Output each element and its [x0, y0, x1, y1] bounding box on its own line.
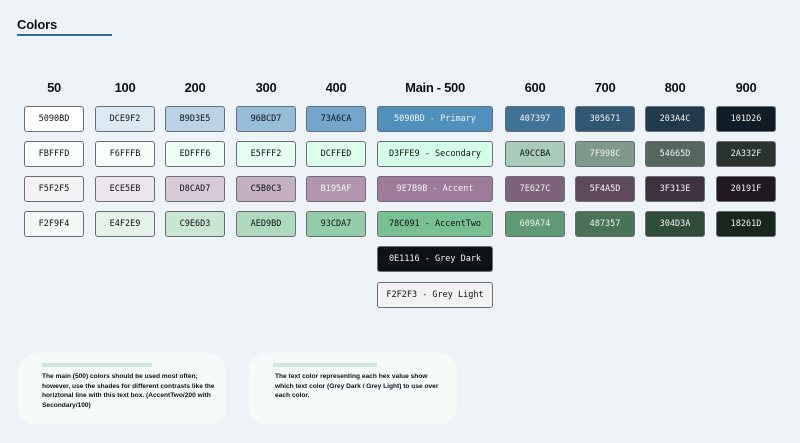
color-swatch[interactable]: 78C091 - AccentTwo [377, 211, 493, 237]
page-title: Colors [17, 17, 57, 32]
color-swatch[interactable]: C5B0C3 [236, 176, 296, 202]
color-swatch[interactable]: E4F2E9 [95, 211, 155, 237]
color-swatch[interactable]: 2A332F [716, 141, 776, 167]
color-swatch[interactable]: 203A4C [645, 106, 705, 132]
color-swatch[interactable]: A9CCBA [505, 141, 565, 167]
column-header: 200 [184, 80, 206, 95]
color-swatch[interactable]: D8CAD7 [165, 176, 225, 202]
color-swatch[interactable]: 54665D [645, 141, 705, 167]
color-swatch[interactable]: AED9BD [236, 211, 296, 237]
color-swatch[interactable]: 96BCD7 [236, 106, 296, 132]
column-header: Main - 500 [405, 80, 465, 95]
color-swatch[interactable]: 7E627C [505, 176, 565, 202]
column-header: 900 [735, 80, 757, 95]
color-swatch[interactable]: 18261D [716, 211, 776, 237]
text-color-note-text: The text color representing each hex val… [275, 373, 439, 400]
color-swatch[interactable]: 7F998C [575, 141, 635, 167]
color-swatch[interactable]: 487357 [575, 211, 635, 237]
column-header: 700 [594, 80, 616, 95]
grey-swatch[interactable]: F2F2F3 - Grey Light [377, 282, 493, 308]
column-header: 800 [664, 80, 686, 95]
color-swatch[interactable]: F2F9F4 [24, 211, 84, 237]
color-swatch[interactable]: 9E7B9B - Accent [377, 176, 493, 202]
color-swatch[interactable]: F6FFFB [95, 141, 155, 167]
color-swatch[interactable]: 305671 [575, 106, 635, 132]
color-swatch[interactable]: D3FFE9 - Secondary [377, 141, 493, 167]
column-header: 300 [255, 80, 277, 95]
column-header: 50 [47, 80, 61, 95]
color-swatch[interactable]: 3F313E [645, 176, 705, 202]
color-swatch[interactable]: 20191F [716, 176, 776, 202]
color-swatch[interactable]: ECE5EB [95, 176, 155, 202]
note-accent-bar [273, 363, 377, 367]
color-swatch[interactable]: 93CDA7 [306, 211, 366, 237]
color-swatch[interactable]: 5090BD [24, 106, 84, 132]
column-header: 400 [325, 80, 347, 95]
column-header: 600 [524, 80, 546, 95]
grey-swatch[interactable]: 0E1116 - Grey Dark [377, 246, 493, 272]
color-swatch[interactable]: DCFFED [306, 141, 366, 167]
color-swatch[interactable]: B9D3E5 [165, 106, 225, 132]
color-swatch[interactable]: FBFFFD [24, 141, 84, 167]
color-swatch[interactable]: EDFFF6 [165, 141, 225, 167]
color-swatch[interactable]: 5F4A5D [575, 176, 635, 202]
usage-note: The main (500) colors should be used mos… [18, 353, 226, 425]
title-underline [17, 34, 112, 36]
color-swatch[interactable]: 73A6CA [306, 106, 366, 132]
color-swatch[interactable]: DCE9F2 [95, 106, 155, 132]
color-swatch[interactable]: F5F2F5 [24, 176, 84, 202]
color-swatch[interactable]: 407397 [505, 106, 565, 132]
note-accent-bar [42, 363, 152, 367]
usage-note-text: The main (500) colors should be used mos… [42, 373, 215, 409]
color-swatch[interactable]: 101D26 [716, 106, 776, 132]
color-swatch[interactable]: B195AF [306, 176, 366, 202]
column-header: 100 [114, 80, 136, 95]
color-swatch[interactable]: 304D3A [645, 211, 705, 237]
text-color-note: The text color representing each hex val… [249, 353, 457, 425]
color-swatch[interactable]: E5FFF2 [236, 141, 296, 167]
color-swatch[interactable]: C9E6D3 [165, 211, 225, 237]
color-swatch[interactable]: 609A74 [505, 211, 565, 237]
color-swatch[interactable]: 5090BD - Primary [377, 106, 493, 132]
